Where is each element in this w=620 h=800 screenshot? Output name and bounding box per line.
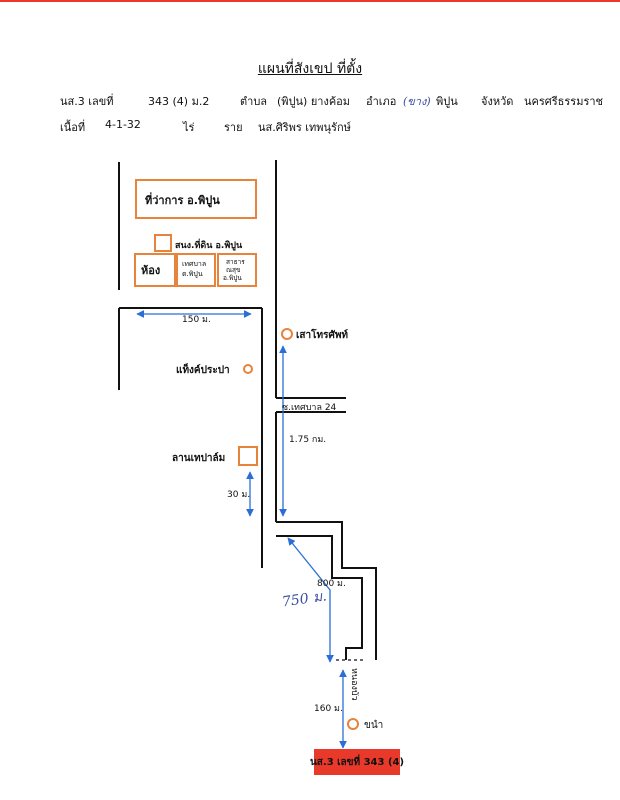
land-office-box [154, 234, 172, 252]
label-canal: ขนำ [364, 720, 383, 731]
distance-arrows [136, 310, 347, 749]
label-160m: 160 ม. [314, 704, 343, 714]
label-health-2: ณสุข [226, 266, 240, 274]
health-box [217, 253, 257, 287]
water-tank-marker [243, 364, 253, 374]
district-office-box [135, 179, 257, 219]
telephone-pole-marker [281, 328, 293, 340]
label-district-office: ที่ว่าการ อ.พิปูน [145, 192, 220, 208]
label-health: สาธาร [226, 258, 245, 266]
tambon-value: (พิปูน) ยางค้อม [277, 95, 351, 108]
municipality-box [176, 253, 216, 287]
owner-value: นส.ศิริพร เทพนุรักษ์ [258, 121, 351, 134]
province-label: จังหวัด [481, 95, 514, 108]
area-unit: ไร่ [183, 121, 195, 134]
area-value: 4-1-32 [105, 118, 141, 131]
province-value: นครศรีธรรมราช [524, 95, 604, 108]
parcel-label: นส.3 เลขที่ 343 (4) [310, 749, 404, 775]
label-municipality: เทศบาล [182, 260, 206, 268]
building-boxes [134, 179, 359, 730]
page-title: แผนที่สังเขป ที่ตั้ง [257, 61, 363, 77]
ns3-number: 343 (4) ม.2 [148, 95, 210, 108]
label-750m-handwritten: 750 ม. [281, 588, 328, 610]
room-box [134, 253, 176, 287]
label-30m: 30 ม. [227, 490, 250, 500]
arrow-800m [287, 537, 334, 663]
label-vertical: หนองบัว [349, 668, 359, 701]
road-line [276, 521, 377, 660]
amphoe-value: พิปูน [436, 95, 458, 108]
label-telephone-pole: เสาโทรศัพท์ [296, 328, 348, 341]
page-top-rule [0, 0, 620, 2]
label-room: ห้อง [141, 264, 160, 277]
area-label: เนื้อที่ [60, 121, 86, 134]
tambon-label: ตำบล [240, 95, 268, 108]
amphoe-label: อำเภอ [366, 95, 397, 108]
label-800m: 800 ม. [317, 579, 346, 589]
label-municipality-2: ต.พิปูน [182, 270, 203, 278]
road-lines [118, 160, 377, 660]
label-health-3: อ.พิปูน [223, 274, 242, 282]
label-175km: 1.75 กม. [289, 435, 326, 445]
label-cement-yard: ลานเทปาล์ม [172, 452, 225, 464]
amphoe-handwritten: (ขาง) [403, 95, 431, 108]
ns3-label: นส.3 เลขที่ [60, 95, 114, 108]
road-line [276, 535, 363, 660]
cement-yard-box [238, 446, 258, 466]
canal-marker [347, 718, 359, 730]
label-soi: ซ.เทศบาล 24 [282, 403, 337, 413]
label-150m: 150 ม. [182, 315, 211, 325]
label-land-office: สนง.ที่ดิน อ.พิปูน [175, 238, 243, 251]
owner-label: ราย [224, 121, 243, 134]
label-water-tank: แท็งค์ประปา [176, 362, 230, 376]
